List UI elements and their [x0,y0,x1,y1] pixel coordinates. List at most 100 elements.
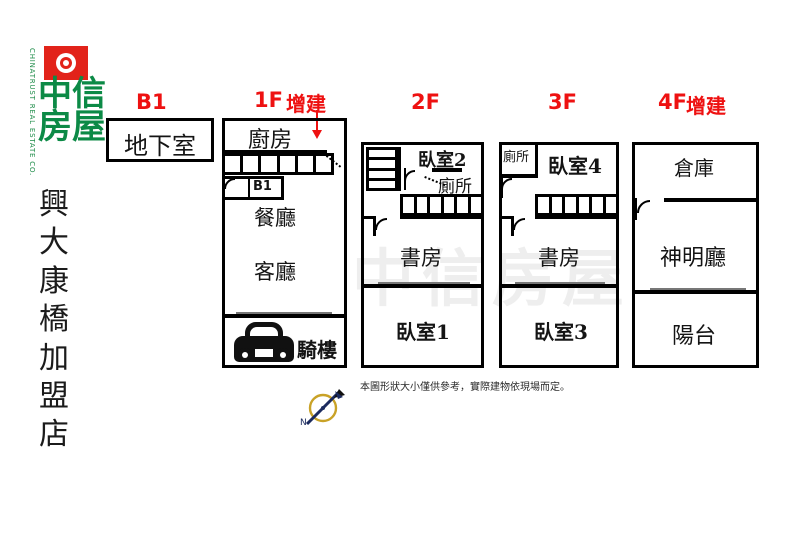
door-arc-2f-bed2 [404,170,415,181]
shop-char-4: 加 [39,340,69,376]
room-label-b1-stair: B1 [253,179,272,194]
floor-label-1f: 1F [254,88,283,112]
stairs-3f [535,194,619,216]
wall-4f-top [632,142,759,145]
flower-emblem-icon [56,53,76,73]
shop-char-2: 康 [39,263,69,299]
stairs-1f [222,153,334,175]
wall-2f-stair-bottom [400,216,484,219]
room-label-warehouse: 倉庫 [674,156,714,180]
shop-vertical-name: 興 大 康 橋 加 盟 店 [26,186,82,455]
wall-3f-bottom [499,365,619,368]
brand-logo: CHINATRUST REAL ESTATE CO. 中信 房屋 [8,44,108,177]
door-arc-3f-toilet [501,178,512,189]
room-label-study-3f: 書房 [538,246,580,270]
compass-north-label: N [300,418,307,428]
floor-plan-b1 [106,118,214,162]
floor-label-b1: B1 [136,90,167,114]
wall-3f-toilet-bottom [499,174,538,178]
stair-to-b1-box [222,176,284,200]
car-icon [234,322,294,364]
wall-3f-left [499,142,502,368]
window-1f-front [236,312,332,314]
room-label-bedroom1: 臥室1 [396,320,450,344]
red-down-arrow-icon-line [316,110,318,132]
room-label-kitchen: 廚房 [248,128,293,153]
wall-3f-toilet-right [535,145,538,177]
shop-char-1: 大 [39,225,69,261]
wall-2f-study-jamb [373,216,376,236]
floor-tag-4f-extension: 增建 [686,94,726,118]
shop-char-6: 店 [39,417,69,453]
wall-2f-bed2-bottom [432,168,462,172]
wall-1f-bottom [222,365,347,368]
wall-4f-door-jamb [634,198,637,220]
wall-1f-kitchen-bottom [222,150,327,153]
brand-chinese-line1: 中信 [38,74,106,114]
room-label-dining: 餐廳 [254,206,296,230]
wall-4f-warehouse-bottom [664,198,759,202]
wall-4f-bottom [632,365,759,368]
brand-chinese-name: 中信 房屋 [38,74,108,148]
shop-char-3: 橋 [39,302,69,338]
wall-1f-left [222,118,225,368]
room-label-toilet-2f: 廁所 [438,177,472,197]
disclaimer-text: 本圖形狀大小僅供參考，實際建物依現場而定。 [360,382,570,393]
brand-english-text: CHINATRUST REAL ESTATE CO. [28,48,36,177]
wall-2f-bottom [361,365,484,368]
room-label-bedroom4: 臥室4 [548,154,602,178]
window-2f [378,282,470,284]
watermark: 中信房屋 [352,242,633,315]
wall-2f-right [481,142,484,368]
wall-3f-top [499,142,619,145]
wall-3f-right [616,142,619,368]
wall-3f-bed3-top [499,284,619,288]
wall-4f-right [756,142,759,368]
room-label-study-2f: 書房 [400,246,442,270]
floor-label-4f: 4F [658,90,687,114]
room-label-living: 客廳 [254,260,296,284]
room-label-shrine: 神明廳 [660,246,727,271]
door-leaf-b1 [248,178,250,198]
room-label-toilet-3f: 廁所 [503,150,530,165]
door-arc-4f [637,200,650,213]
room-label-bedroom2: 臥室2 [418,150,467,171]
compass-rose-icon: N [298,384,350,436]
floor-tag-1f-extension: 增建 [286,92,326,116]
door-arc-b1 [224,178,235,189]
window-3f [515,282,605,284]
compass-svg [305,389,345,426]
window-4f [650,288,746,290]
floor-label-2f: 2F [411,90,440,114]
stairs-2f-mid [400,194,484,216]
stairs-2f-upper [366,147,398,191]
wall-1f-top [222,118,347,121]
wall-2f-bed1-top [361,284,484,288]
wall-3f-stair-bottom [535,216,619,219]
room-label-bedroom3: 臥室3 [534,320,588,344]
wall-1f-right [344,118,347,368]
room-label-arcade: 騎樓 [297,338,337,362]
room-label-balcony: 陽台 [672,324,717,349]
wall-1f-front [222,314,347,318]
shop-char-0: 興 [39,187,69,222]
wall-2f-stair-side [398,147,401,191]
door-leaf-2f-bed2 [404,168,406,190]
wall-3f-study-top [499,216,513,219]
door-leaf-3f-toilet [501,176,503,198]
dash-2f-right [482,290,484,362]
shop-char-5: 盟 [39,378,69,414]
wall-3f-study-jamb [511,216,514,236]
door-arc-3f-study [513,218,525,230]
chinatrust-mark-icon [44,46,88,80]
wall-2f-study-top [361,216,375,219]
wall-2f-top [361,142,484,145]
wall-4f-left [632,142,635,368]
door-arc-2f-study [375,218,387,230]
wall-4f-balcony-top [632,290,759,294]
brand-chinese-line2: 房屋 [38,107,106,148]
room-label-basement: 地下室 [124,132,196,160]
floor-label-3f: 3F [548,90,577,114]
wall-2f-left [361,142,364,368]
